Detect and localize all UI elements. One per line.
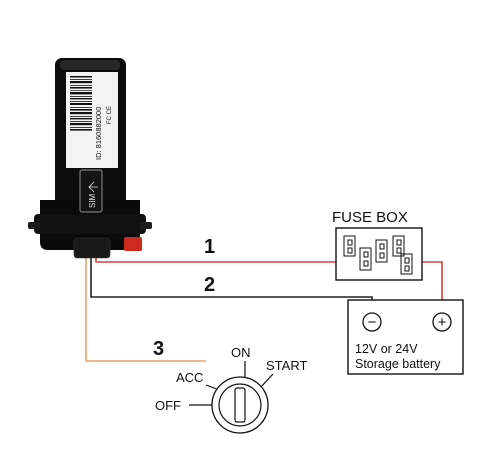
sim-slot [79, 169, 103, 213]
wire-3-number: 3 [153, 338, 164, 360]
sim-label: SIM [88, 193, 97, 208]
ignition-start-label: START [266, 358, 307, 373]
battery-positive-terminal [432, 312, 452, 332]
ignition-on-label: ON [231, 345, 251, 360]
wire-2-number: 2 [204, 274, 215, 296]
battery-negative-terminal [362, 312, 382, 332]
battery-minus-symbol: − [368, 314, 377, 331]
fuse-box-label: FUSE BOX [332, 209, 408, 226]
fuse-slots [343, 235, 413, 275]
key-slot-icon [234, 387, 246, 423]
wire-2-black [90, 258, 373, 314]
ignition-acc-label: ACC [176, 370, 203, 385]
barcode [70, 76, 92, 131]
battery-plus-symbol: + [438, 314, 447, 331]
sim-arrow-icon [88, 181, 98, 193]
ignition-switch: ACC ON START OFF [155, 345, 307, 434]
device-id-text: ID: 8160882000 [94, 107, 103, 160]
device-cert-marks: FC CE [107, 106, 113, 124]
ignition-off-label: OFF [155, 398, 181, 413]
wire-1-red [95, 258, 336, 263]
wire-3-orange [85, 258, 206, 362]
fuse-box: FUSE BOX [332, 209, 423, 281]
battery-type-label: Storage battery [355, 357, 441, 371]
battery-voltage-label: 12V or 24V [355, 342, 418, 356]
wire-1-red-to-battery [422, 261, 443, 314]
gps-tracker-device: ID: 8160882000 FC CE SIM [28, 58, 152, 259]
storage-battery: − + 12V or 24V Storage battery [347, 299, 464, 375]
wire-1-number: 1 [204, 236, 215, 258]
